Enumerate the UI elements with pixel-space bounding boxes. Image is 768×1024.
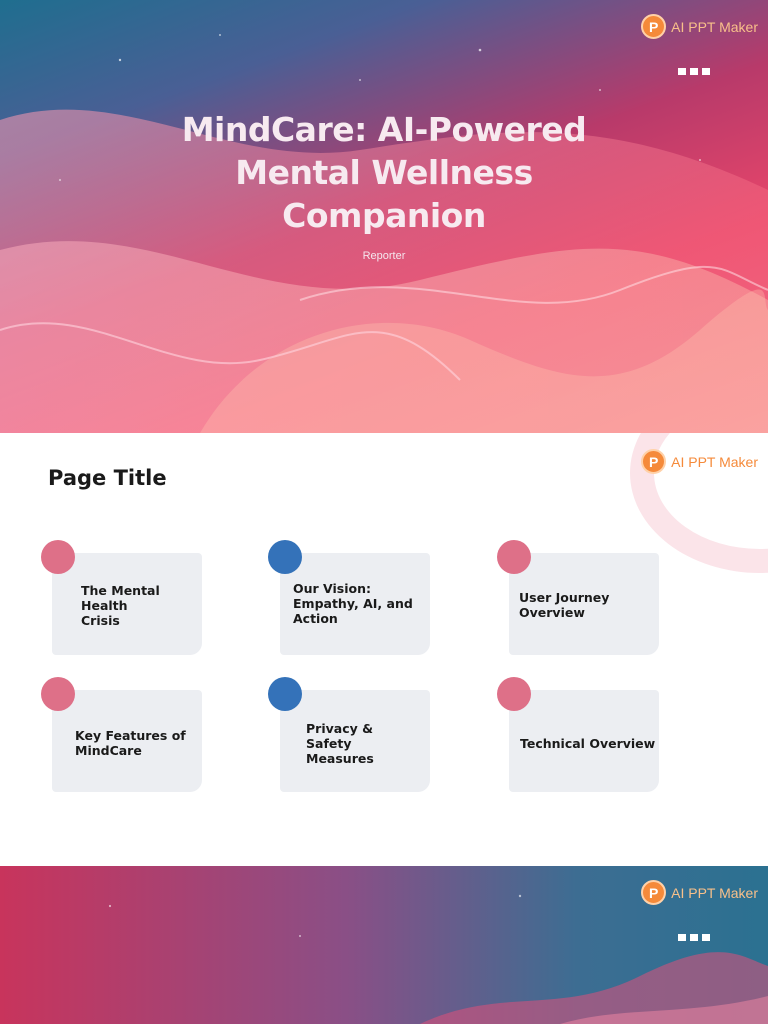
dot <box>690 934 698 941</box>
presentation-title: MindCare: AI-Powered Mental Wellness Com… <box>134 108 634 237</box>
card-marker-dot <box>268 677 302 711</box>
label-line: MindCare <box>75 743 142 758</box>
label-line: Measures <box>306 751 374 766</box>
title-line-1: MindCare: AI-Powered <box>181 110 587 149</box>
card-label: Our Vision: Empathy, AI, and Action <box>293 581 413 626</box>
card-marker-dot <box>497 677 531 711</box>
wave-background <box>0 34 768 433</box>
brand-logo: P AI PPT Maker <box>641 880 758 905</box>
brand-logo: P AI PPT Maker <box>641 449 758 474</box>
card-label: Privacy & Safety Measures <box>306 721 374 766</box>
card-label: Key Features of MindCare <box>75 728 186 758</box>
logo-text: AI PPT Maker <box>671 453 758 470</box>
label-line: Empathy, AI, and <box>293 596 413 611</box>
logo-text: AI PPT Maker <box>671 18 758 35</box>
cover-slide: P AI PPT Maker MindCare: AI-Powered Ment… <box>0 0 768 433</box>
wave-background <box>108 894 768 1024</box>
brand-logo: P AI PPT Maker <box>641 14 758 39</box>
card-marker-dot <box>268 540 302 574</box>
contents-card-4[interactable] <box>52 690 202 792</box>
presenter-label: Reporter <box>362 250 406 262</box>
contents-card-6[interactable] <box>509 690 659 792</box>
label-line: Key Features of <box>75 728 186 743</box>
label-line: Safety <box>306 736 352 751</box>
label-line: Action <box>293 611 338 626</box>
card-marker-dot <box>41 540 75 574</box>
label-line: Privacy & <box>306 721 374 736</box>
menu-dots-icon[interactable] <box>678 68 710 75</box>
page-title: Page Title <box>48 466 167 490</box>
logo-icon: P <box>641 880 667 905</box>
card-label: User Journey Overview <box>519 590 609 620</box>
dot <box>678 68 686 75</box>
label-line: Health <box>81 598 128 613</box>
contents-card-5[interactable] <box>280 690 430 792</box>
label-line: Technical Overview <box>520 736 656 751</box>
contents-card-3[interactable] <box>509 553 659 655</box>
label-line: Our Vision: <box>293 581 371 596</box>
label-line: Crisis <box>81 613 120 628</box>
contents-slide: P AI PPT Maker Page Title The Mental Hea… <box>0 433 768 866</box>
card-label: Technical Overview <box>520 736 655 751</box>
card-marker-dot <box>41 677 75 711</box>
contents-card-1[interactable] <box>52 553 202 655</box>
title-line-2: Mental Wellness <box>235 153 533 192</box>
dot <box>690 68 698 75</box>
closing-slide: P AI PPT Maker <box>0 866 768 1024</box>
logo-icon: P <box>641 449 667 474</box>
dot <box>702 68 710 75</box>
logo-text: AI PPT Maker <box>671 884 758 901</box>
label-line: Overview <box>519 605 585 620</box>
label-line: The Mental <box>81 583 160 598</box>
card-label: The Mental Health Crisis <box>81 583 160 628</box>
contents-card-2[interactable] <box>280 553 430 655</box>
menu-dots-icon[interactable] <box>678 934 710 941</box>
title-line-3: Companion <box>282 196 486 235</box>
dot <box>702 934 710 941</box>
card-marker-dot <box>497 540 531 574</box>
label-line: User Journey <box>519 590 610 605</box>
logo-icon: P <box>641 14 667 39</box>
dot <box>678 934 686 941</box>
